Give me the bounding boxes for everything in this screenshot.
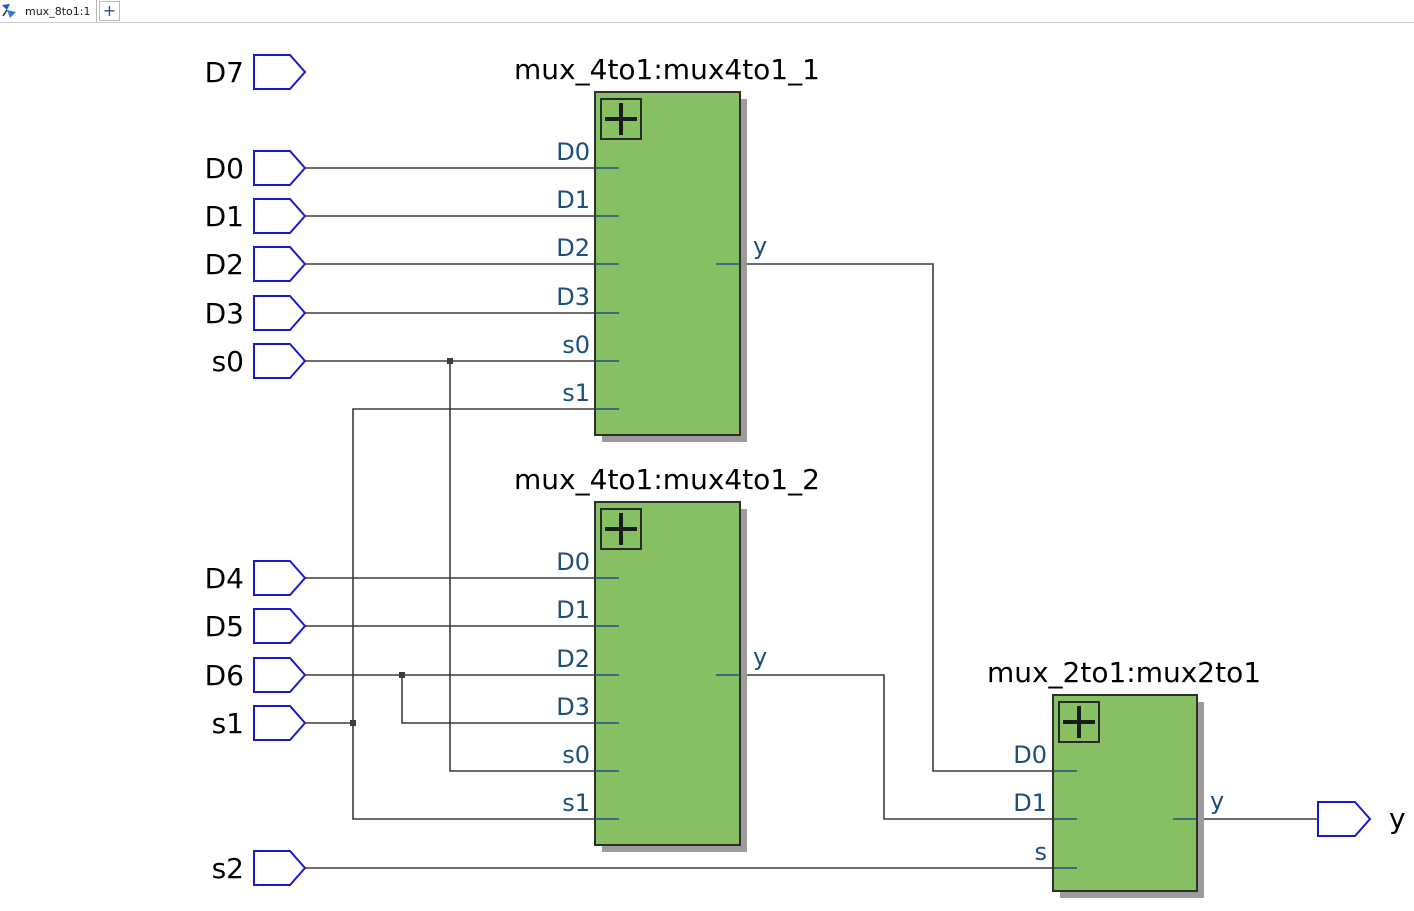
input-port-label: D1 bbox=[205, 200, 244, 233]
pin-label: s0 bbox=[562, 741, 590, 769]
pin-label: D0 bbox=[556, 138, 590, 166]
input-port-D0[interactable]: D0 bbox=[205, 150, 307, 186]
new-tab-button[interactable]: + bbox=[99, 1, 120, 21]
pin-label: D1 bbox=[556, 596, 590, 624]
rtl-viewer-icon-part bbox=[2, 9, 8, 17]
rtl-viewer-icon-part bbox=[7, 10, 16, 18]
input-port-label: D0 bbox=[205, 152, 244, 185]
expand-icon[interactable] bbox=[1058, 701, 1100, 743]
instance-title: mux_4to1:mux4to1_1 bbox=[514, 53, 820, 86]
wire-mux4to1-1-y[interactable] bbox=[740, 263, 1053, 772]
input-pin-shape[interactable] bbox=[253, 295, 307, 331]
input-port-s2[interactable]: s2 bbox=[212, 850, 307, 886]
pin-label: s0 bbox=[562, 331, 590, 359]
pin-label: y bbox=[1210, 787, 1224, 815]
input-port-label: s0 bbox=[212, 345, 244, 378]
block-body[interactable] bbox=[594, 501, 741, 846]
input-port-D3[interactable]: D3 bbox=[205, 295, 307, 331]
input-pin-shape[interactable] bbox=[253, 850, 307, 886]
input-pin-shape[interactable] bbox=[253, 705, 307, 741]
tab-mux-8to1[interactable]: mux_8to1:1 bbox=[0, 0, 97, 22]
wire-s0-branch[interactable] bbox=[449, 361, 595, 772]
pin-label: D0 bbox=[1013, 741, 1047, 769]
input-pin-shape[interactable] bbox=[253, 150, 307, 186]
instance-title: mux_4to1:mux4to1_2 bbox=[514, 463, 820, 496]
input-pin-shape[interactable] bbox=[253, 343, 307, 379]
pin-label: D3 bbox=[556, 283, 590, 311]
wires bbox=[305, 167, 1318, 869]
instance-mux4to1-2[interactable]: mux_4to1:mux4to1_2 D0 D1 D2 D3 s0 s1 y bbox=[514, 463, 820, 852]
input-port-D1[interactable]: D1 bbox=[205, 198, 307, 234]
pin-label: s1 bbox=[562, 789, 590, 817]
input-pin-shape[interactable] bbox=[253, 246, 307, 282]
plus-icon bbox=[605, 513, 637, 545]
input-pin-shape[interactable] bbox=[253, 560, 307, 596]
input-port-label: D2 bbox=[205, 248, 244, 281]
input-port-label: s2 bbox=[212, 852, 244, 885]
input-port-label: D5 bbox=[205, 610, 244, 643]
input-port-D5[interactable]: D5 bbox=[205, 608, 307, 644]
pin-label: y bbox=[753, 643, 767, 671]
input-port-label: D4 bbox=[205, 562, 244, 595]
junction-dot bbox=[447, 358, 453, 364]
plus-icon bbox=[605, 103, 637, 135]
pin-label: D3 bbox=[556, 693, 590, 721]
pin-label: D1 bbox=[556, 186, 590, 214]
pin-label: D0 bbox=[556, 548, 590, 576]
wire-D6-branch[interactable] bbox=[401, 675, 595, 724]
input-port-label: D3 bbox=[205, 297, 244, 330]
pin-label: s1 bbox=[562, 379, 590, 407]
output-pin-shape[interactable] bbox=[1317, 801, 1372, 837]
wire-mux4to1-2-y[interactable] bbox=[740, 674, 1053, 820]
output-port-label: y bbox=[1389, 802, 1406, 835]
input-port-s0[interactable]: s0 bbox=[212, 343, 307, 379]
input-port-D6[interactable]: D6 bbox=[205, 657, 307, 693]
input-port-s1[interactable]: s1 bbox=[212, 705, 307, 741]
plus-icon bbox=[1063, 706, 1095, 738]
input-port-D7[interactable]: D7 bbox=[205, 54, 307, 90]
input-port-label: D7 bbox=[205, 56, 244, 89]
input-pin-shape[interactable] bbox=[253, 54, 307, 90]
pin-label: y bbox=[753, 232, 767, 260]
pin-label: s bbox=[1034, 838, 1047, 866]
input-port-D2[interactable]: D2 bbox=[205, 246, 307, 282]
tab-bar: mux_8to1:1 + bbox=[0, 0, 1414, 23]
input-pin-shape[interactable] bbox=[253, 198, 307, 234]
junction-dot bbox=[399, 672, 405, 678]
pin-label: D2 bbox=[556, 645, 590, 673]
junction-dot bbox=[350, 720, 356, 726]
block-body[interactable] bbox=[594, 91, 741, 436]
input-port-label: D6 bbox=[205, 659, 244, 692]
rtl-viewer-icon-part bbox=[2, 4, 10, 10]
tab-label: mux_8to1:1 bbox=[25, 4, 91, 18]
wire-s1-bus[interactable] bbox=[352, 408, 595, 820]
input-port-D4[interactable]: D4 bbox=[205, 560, 307, 596]
pin-label: D1 bbox=[1013, 789, 1047, 817]
rtl-viewer-icon bbox=[2, 4, 16, 18]
input-pin-shape[interactable] bbox=[253, 608, 307, 644]
instance-mux4to1-1[interactable]: mux_4to1:mux4to1_1 D0 D1 D2 D3 s0 s1 y bbox=[514, 53, 820, 442]
expand-icon[interactable] bbox=[600, 508, 642, 550]
expand-icon[interactable] bbox=[600, 98, 642, 140]
output-port-y[interactable]: y bbox=[1317, 801, 1406, 837]
instance-mux2to1[interactable]: mux_2to1:mux2to1 D0 D1 s y bbox=[987, 656, 1261, 898]
input-port-label: s1 bbox=[212, 707, 244, 740]
input-pin-shape[interactable] bbox=[253, 657, 307, 693]
instance-title: mux_2to1:mux2to1 bbox=[987, 656, 1261, 689]
pin-label: D2 bbox=[556, 234, 590, 262]
